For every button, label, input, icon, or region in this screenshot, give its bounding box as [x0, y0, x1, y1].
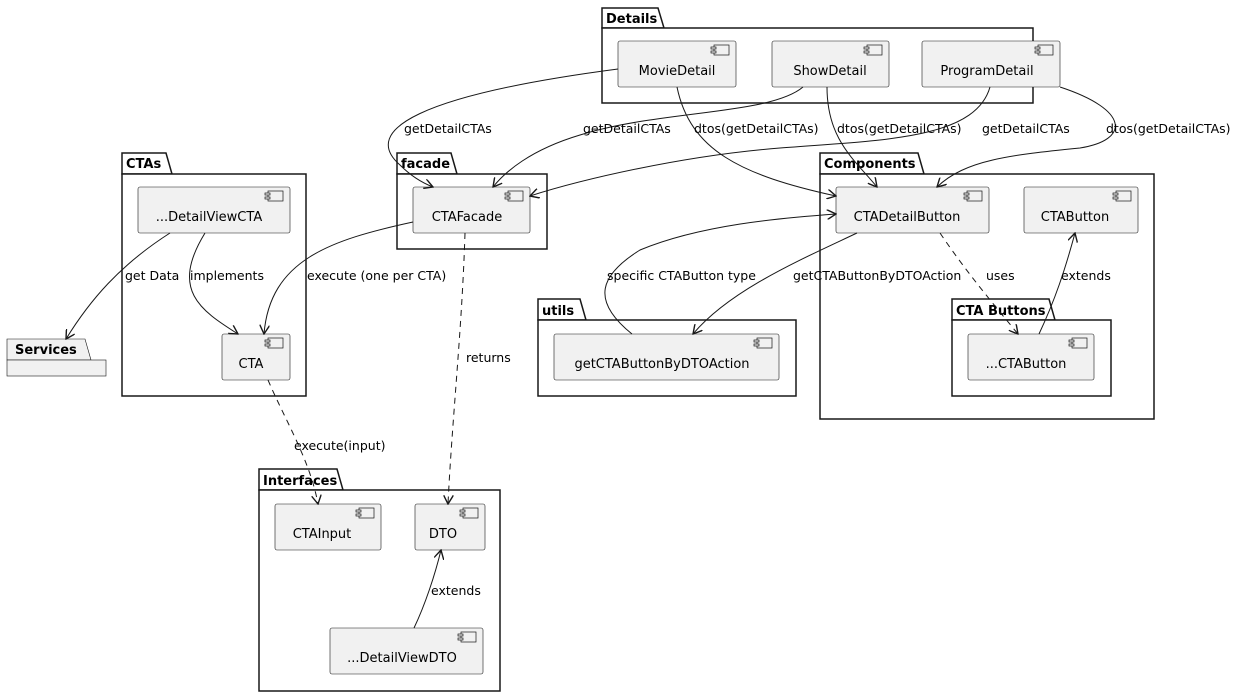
component-icon	[963, 190, 983, 202]
edge-label: getDetailCTAs	[583, 121, 671, 136]
edge-label: getCTAButtonByDTOAction	[793, 268, 961, 283]
component-label: ...DetailViewDTO	[347, 651, 457, 666]
package-utils-title: utils	[542, 304, 574, 319]
component-icon	[710, 44, 730, 56]
edge-movie-detail-to-cta-facade: getDetailCTAs	[388, 68, 619, 187]
package-facade-title: facade	[401, 157, 450, 172]
edge-label: implements	[190, 268, 264, 283]
component-label: ProgramDetail	[940, 64, 1033, 79]
edge-cta-execute-cta-input: execute(input)	[267, 379, 385, 504]
component-show-detail: ShowDetail	[771, 40, 890, 88]
edge-program-detail-to-cta-detail-button: dtos(getDetailCTAs)	[937, 86, 1231, 187]
package-details-title: Details	[606, 12, 658, 27]
edge-program-detail-to-cta-facade: getDetailCTAs	[530, 86, 1070, 196]
component-get-cta-button-by-dto-action: getCTAButtonByDTOAction	[553, 333, 780, 381]
component-cta: CTA	[221, 333, 291, 381]
edge-movie-detail-to-cta-detail-button: dtos(getDetailCTAs)	[676, 86, 836, 196]
component-label: MovieDetail	[639, 64, 716, 79]
component-movie-detail: MovieDetail	[617, 40, 737, 88]
component-detail-view-dto: ...DetailViewDTO	[329, 627, 484, 675]
component-specific-cta-button: ...CTAButton	[967, 333, 1095, 381]
component-label: CTA	[239, 357, 264, 372]
package-services: Services	[6, 338, 107, 377]
edge-cta-detail-button-calls-utils: getCTAButtonByDTOAction	[693, 232, 961, 334]
edge-label: dtos(getDetailCTAs)	[694, 121, 819, 136]
edge-show-detail-to-cta-detail-button: dtos(getDetailCTAs)	[826, 86, 962, 187]
component-icon	[753, 337, 773, 349]
edge-label: specific CTAButton type	[607, 268, 756, 283]
edge-cta-facade-executes-cta: execute (one per CTA)	[264, 221, 446, 334]
edge-label: returns	[466, 350, 511, 365]
edge-label: get Data	[125, 268, 179, 283]
component-icon	[264, 337, 284, 349]
edge-cta-detail-button-uses-cta-button: uses	[939, 232, 1018, 334]
package-services-title: Services	[15, 343, 77, 358]
component-program-detail: ProgramDetail	[921, 40, 1061, 88]
component-cta-input: CTAInput	[274, 503, 382, 551]
edge-label: extends	[1061, 268, 1111, 283]
package-ctas-title: CTAs	[126, 157, 161, 172]
component-cta-facade: CTAFacade	[412, 186, 531, 234]
edge-detail-view-cta-implements-cta: implements	[188, 232, 264, 334]
component-label: ...DetailViewCTA	[156, 210, 263, 225]
component-cta-button: CTAButton	[1023, 186, 1139, 234]
edge-label: dtos(getDetailCTAs)	[837, 121, 962, 136]
component-icon	[504, 190, 524, 202]
edge-specific-cta-button-extends-cta-button: extends	[1038, 233, 1111, 335]
edge-label: getDetailCTAs	[404, 121, 492, 136]
edge-label: dtos(getDetailCTAs)	[1106, 121, 1231, 136]
component-icon	[1068, 337, 1088, 349]
edge-cta-facade-returns-dto: returns	[448, 232, 511, 504]
edge-label: execute(input)	[294, 438, 385, 453]
component-icon	[459, 507, 479, 519]
component-icon	[457, 631, 477, 643]
component-label: ShowDetail	[793, 64, 866, 79]
component-dto: DTO	[414, 503, 486, 551]
edge-detail-view-cta-to-services: get Data	[66, 232, 179, 339]
component-label: CTADetailButton	[854, 210, 961, 225]
component-detail-view-cta: ...DetailViewCTA	[137, 186, 291, 234]
edge-show-detail-to-cta-facade: getDetailCTAs	[493, 86, 804, 187]
edge-label: execute (one per CTA)	[307, 268, 446, 283]
edge-detail-view-dto-extends-dto: extends	[413, 550, 481, 629]
component-icon	[264, 190, 284, 202]
component-label: CTAFacade	[432, 210, 503, 225]
component-icon	[1034, 44, 1054, 56]
edge-label: uses	[986, 268, 1015, 283]
component-label: getCTAButtonByDTOAction	[574, 357, 749, 372]
component-icon	[1112, 190, 1132, 202]
component-label: ...CTAButton	[986, 357, 1067, 372]
package-cta-buttons-title: CTA Buttons	[956, 304, 1046, 319]
component-label: CTAInput	[293, 527, 352, 542]
package-components-title: Components	[824, 157, 916, 172]
package-interfaces-title: Interfaces	[263, 474, 337, 489]
component-icon	[863, 44, 883, 56]
component-cta-detail-button: CTADetailButton	[835, 186, 990, 234]
edge-label: getDetailCTAs	[982, 121, 1070, 136]
component-icon	[355, 507, 375, 519]
component-label: CTAButton	[1041, 210, 1109, 225]
component-label: DTO	[429, 527, 457, 542]
edge-label: extends	[431, 583, 481, 598]
edge-utils-returns-specific-type: specific CTAButton type	[604, 214, 836, 335]
